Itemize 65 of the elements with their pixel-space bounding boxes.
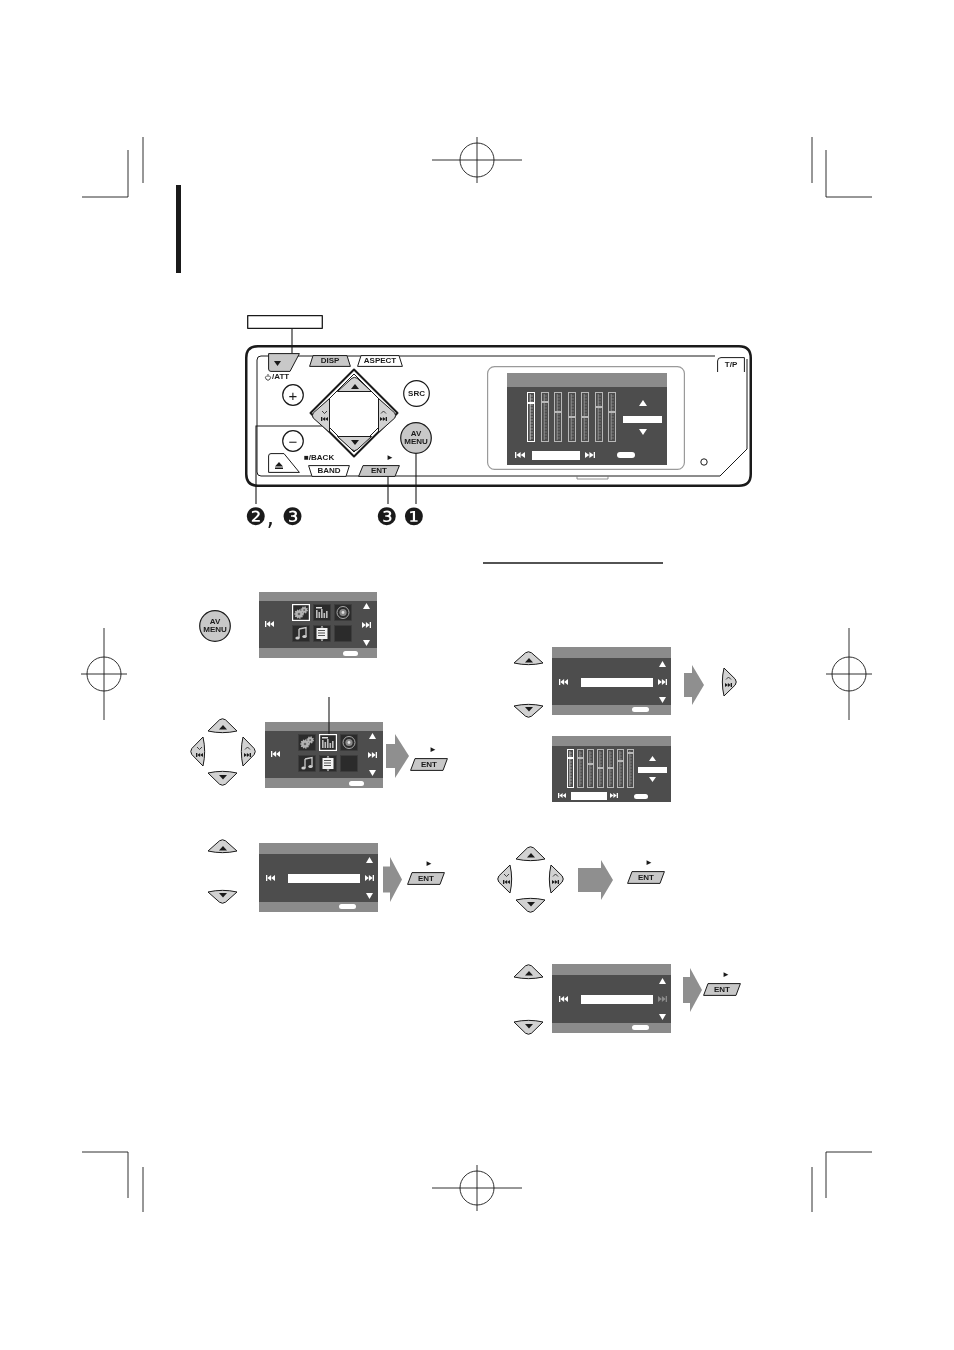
equalizer-screen — [552, 736, 671, 802]
tp-button: T/P — [717, 357, 745, 372]
block-arrow — [578, 860, 613, 900]
volume-down-button: − — [282, 430, 304, 452]
left-button — [497, 864, 513, 894]
leader-line — [328, 696, 330, 735]
block-arrow — [383, 857, 402, 902]
down-button — [515, 897, 546, 913]
ent-button: ENT — [410, 758, 448, 771]
release-button — [268, 353, 300, 372]
ent-button: ENT — [627, 871, 665, 884]
up-button — [513, 651, 544, 666]
callout-number: ❸ — [376, 504, 400, 530]
down-button — [513, 703, 544, 718]
callout-number: ❶ — [403, 504, 427, 530]
right-button — [378, 398, 396, 433]
up-button — [513, 964, 544, 980]
volume-up-button: + — [282, 384, 304, 406]
right-button — [548, 864, 564, 894]
left-button — [190, 736, 206, 767]
list-screen — [552, 964, 671, 1033]
button-caption: ■/BACK — [304, 454, 335, 462]
display-screen — [507, 373, 667, 465]
right-button — [721, 667, 737, 697]
leader-line — [291, 328, 293, 354]
band-button: BAND — [308, 465, 350, 477]
av-menu-button: AV MENU — [400, 422, 432, 454]
label-box — [247, 315, 323, 329]
ent-button: ENT — [358, 465, 400, 477]
up-button — [207, 839, 238, 854]
car-stereo-faceplate — [245, 345, 752, 487]
up-button — [207, 718, 238, 734]
down-button — [207, 770, 238, 786]
aspect-button: ASPECT — [357, 355, 403, 367]
ent-button: ENT — [703, 983, 741, 996]
up-button — [337, 377, 372, 392]
menu-screen — [259, 592, 377, 658]
down-button — [513, 1019, 544, 1035]
eject-button — [268, 453, 300, 473]
button-caption: ► — [645, 859, 653, 867]
av-menu-button: AV MENU — [199, 610, 231, 642]
leader-line — [255, 425, 323, 505]
block-arrow — [683, 968, 702, 1012]
button-caption: ► — [425, 860, 433, 868]
down-button — [207, 889, 238, 904]
disp-button: DISP — [309, 355, 351, 367]
leader-line — [415, 453, 417, 505]
ent-button: ENT — [407, 872, 445, 885]
left-button — [312, 398, 330, 433]
down-button — [337, 436, 372, 451]
menu-screen — [265, 722, 383, 788]
button-caption: /ATT — [272, 373, 290, 381]
list-screen — [259, 843, 378, 912]
callout-number: ❷, ❸ — [245, 504, 303, 530]
right-button — [240, 736, 256, 767]
leader-line — [387, 476, 389, 505]
up-button — [515, 846, 546, 862]
button-caption: ► — [386, 454, 394, 462]
block-arrow — [386, 734, 409, 778]
block-arrow — [684, 665, 704, 705]
button-caption: ► — [429, 746, 437, 754]
src-button: SRC — [403, 380, 430, 407]
button-caption: ► — [722, 971, 730, 979]
equalizer-icon — [319, 734, 337, 751]
list-screen — [552, 647, 671, 715]
